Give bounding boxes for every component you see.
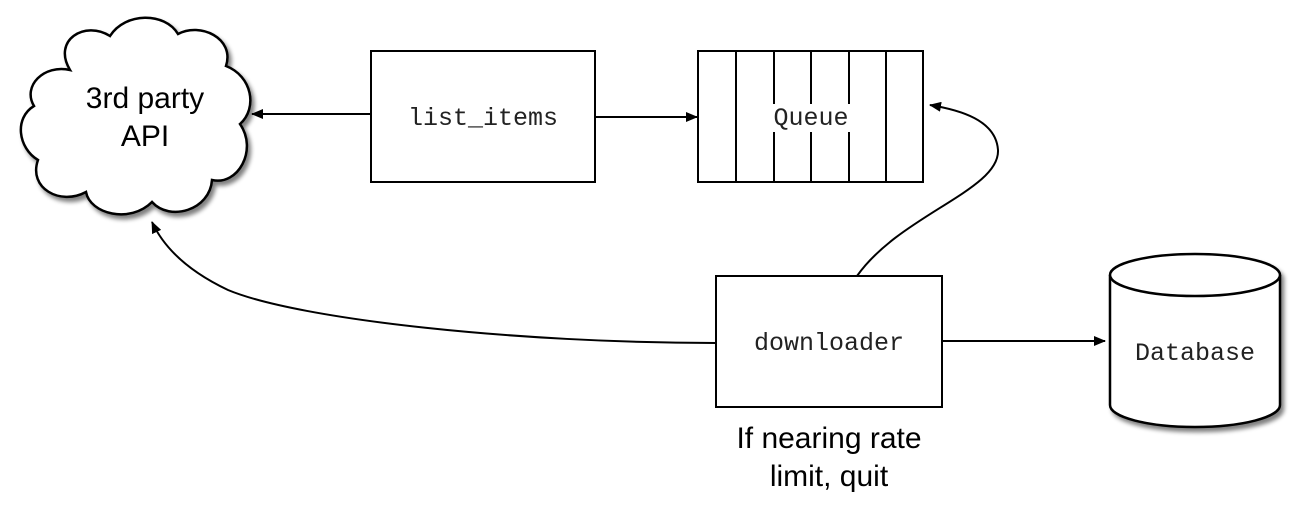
queue-label-backdrop (764, 104, 858, 132)
api-cloud-node: 3rd party API (19, 16, 252, 216)
cloud-shape (19, 16, 252, 216)
arrow-downloader-to-queue (856, 101, 1000, 277)
database-node: Database (1108, 252, 1282, 429)
rate-limit-note-line1: If nearing rate (736, 422, 921, 455)
database-top (1108, 252, 1282, 298)
list-items-label: list_items (408, 104, 558, 133)
list-items-node: list_items (370, 50, 596, 183)
database-body (1108, 275, 1282, 429)
queue-node: Queue (697, 50, 924, 183)
queue-label: Queue (773, 104, 848, 133)
arrow-downloader-to-api (151, 221, 717, 344)
list-items-box (370, 50, 596, 183)
rate-limit-note: If nearing rate limit, quit (736, 422, 921, 493)
downloader-label: downloader (754, 329, 904, 358)
api-label-line2: API (121, 120, 169, 153)
api-label-line1: 3rd party (86, 82, 204, 115)
downloader-node: downloader (715, 275, 943, 408)
rate-limit-note-line2: limit, quit (770, 460, 889, 493)
database-label: Database (1135, 339, 1255, 368)
